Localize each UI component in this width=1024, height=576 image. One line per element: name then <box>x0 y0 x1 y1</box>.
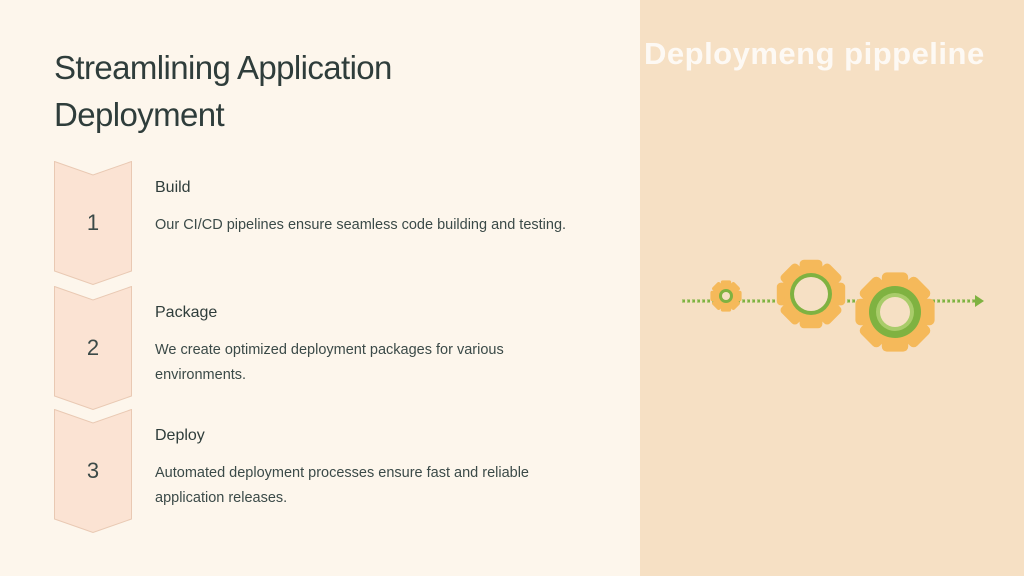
step-title: Build <box>155 179 191 196</box>
pipeline-gears-illustration <box>682 259 984 352</box>
gear-icon <box>855 272 935 352</box>
step-build: 1 Build Our CI/CD pipelines ensure seaml… <box>54 161 614 285</box>
step-title: Package <box>155 304 218 321</box>
step-number: 1 <box>86 210 100 235</box>
step-description: Automated deployment processes ensure fa… <box>155 465 529 506</box>
step-description: Our CI/CD pipelines ensure seamless code… <box>155 217 567 233</box>
slide-title: Streamlining Application Deployment <box>54 49 392 133</box>
step-deploy: 3 Deploy Automated deployment processes … <box>54 409 614 533</box>
step-number: 2 <box>86 335 100 360</box>
step-package: 2 Package We create optimized deployment… <box>54 286 614 410</box>
arrow-right-icon <box>975 295 984 307</box>
gear-icon <box>776 259 846 329</box>
gear-icon <box>710 280 742 312</box>
step-description: We create optimized deployment packages … <box>155 342 504 383</box>
chevron-shape <box>54 161 132 285</box>
chevron-shape <box>54 409 132 533</box>
step-number: 3 <box>86 458 100 483</box>
chevron-shape <box>54 286 132 410</box>
step-title: Deploy <box>155 427 205 444</box>
illustration-caption: Deploymeng pippeline <box>644 36 985 71</box>
